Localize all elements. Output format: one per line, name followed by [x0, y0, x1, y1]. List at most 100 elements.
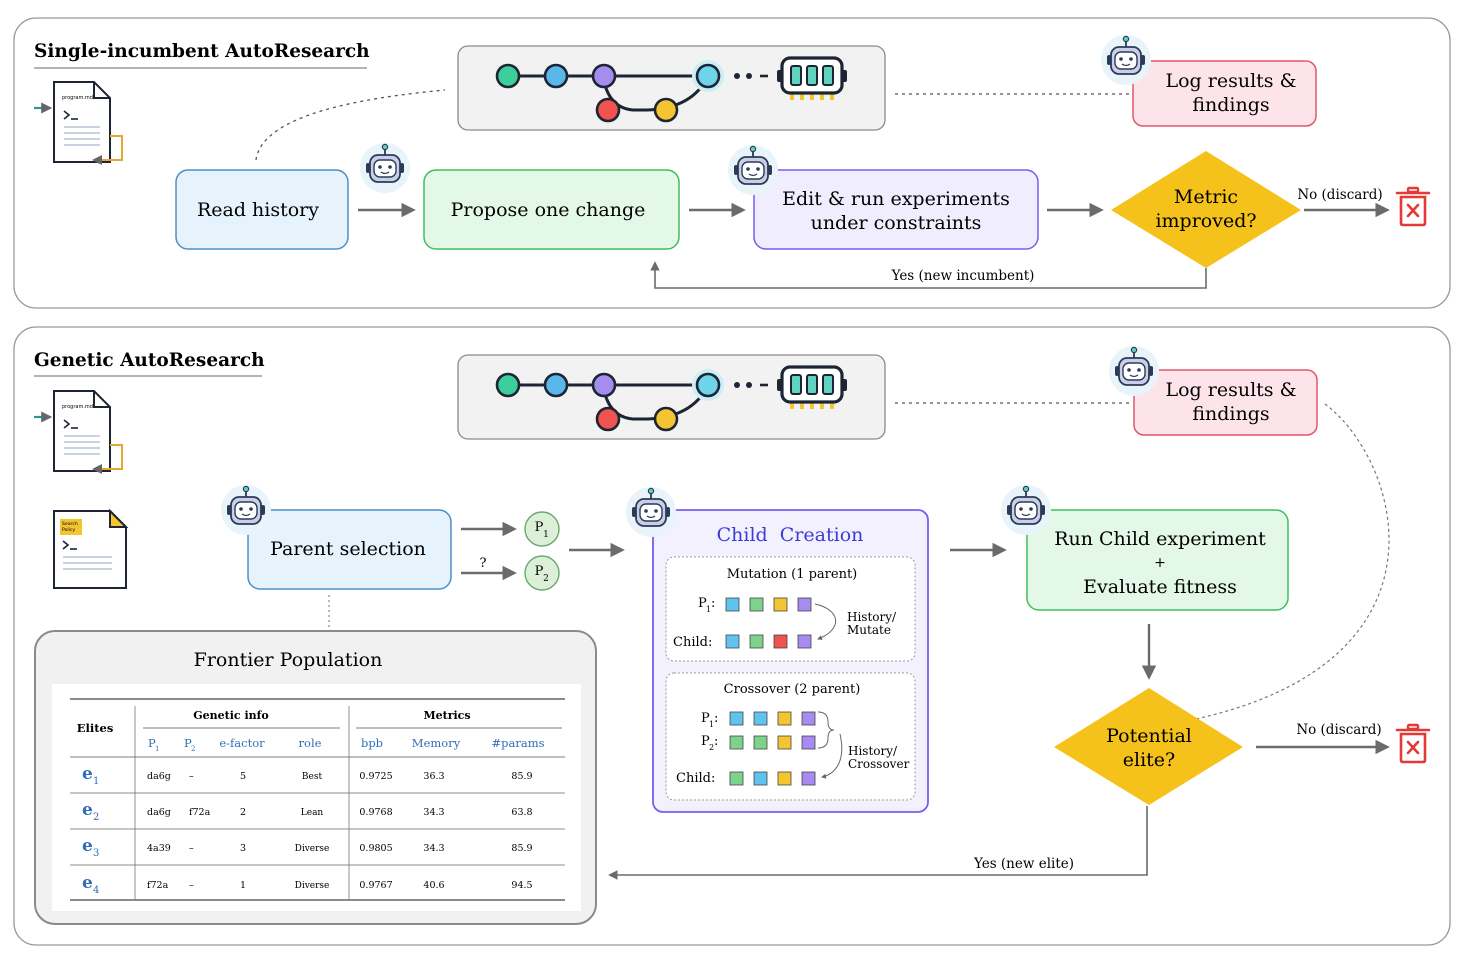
elite-id-sub: 4: [93, 885, 99, 896]
panel-title-single: Single-incumbent AutoResearch: [34, 41, 370, 62]
robot-icon: [220, 484, 272, 536]
memory-cell: 40.6: [423, 880, 444, 891]
column-header: role: [299, 736, 322, 750]
robot-icon: [727, 144, 779, 196]
robot-icon: [1000, 484, 1052, 536]
column-header: #params: [491, 736, 544, 750]
role-cell: Lean: [301, 808, 324, 818]
svg-text:Policy: Policy: [62, 527, 75, 533]
column-header: P: [148, 736, 156, 750]
role-cell: Diverse: [295, 844, 330, 854]
program-document-icon: program.md: [34, 391, 122, 471]
run-child-experiment-node: Run Child experiment + Evaluate fitness: [1026, 509, 1289, 611]
svg-text:2: 2: [709, 743, 714, 752]
elite-id: e: [82, 800, 93, 820]
git-history-banner: [457, 354, 886, 440]
edit-run-node: Edit & run experiments under constraints: [753, 169, 1039, 250]
svg-text:Parent selection: Parent selection: [270, 538, 426, 560]
memory-cell: 36.3: [423, 771, 444, 782]
svg-text:Metric: Metric: [1174, 186, 1238, 208]
genetic-info-header: Genetic info: [193, 709, 268, 722]
child-creation-node: Child Creation Mutation (1 parent) P 1 :…: [652, 509, 929, 813]
svg-text:1: 1: [709, 720, 714, 729]
svg-text:P: P: [701, 711, 710, 726]
params-cell: 94.5: [511, 880, 532, 891]
parent1-cell: da6g: [147, 807, 171, 818]
svg-text::: :: [711, 596, 715, 611]
no-discard-label: No (discard): [1297, 187, 1382, 203]
trash-icon: [1395, 186, 1431, 227]
elite-id: e: [82, 764, 93, 784]
parent1-cell: f72a: [147, 880, 169, 891]
svg-text:Log results &: Log results &: [1166, 70, 1297, 92]
metric-improved-decision: Metric improved?: [1111, 151, 1301, 268]
elite-id: e: [82, 836, 93, 856]
svg-text:program.md: program.md: [62, 95, 93, 101]
svg-text:History/: History/: [848, 744, 898, 758]
yes-new-elite-label: Yes (new elite): [973, 856, 1074, 872]
no-discard-label: No (discard): [1296, 722, 1381, 738]
parent-1-node: P 1: [524, 511, 560, 547]
svg-text:program.md: program.md: [62, 404, 93, 410]
svg-text:+: +: [1154, 555, 1166, 571]
svg-text:under constraints: under constraints: [811, 212, 982, 234]
robot-icon: [1100, 34, 1152, 86]
svg-text:Potential: Potential: [1106, 725, 1192, 747]
parent1-cell: da6g: [147, 771, 171, 782]
params-cell: 85.9: [511, 771, 532, 782]
svg-text:P: P: [698, 596, 707, 611]
svg-text:Crossover: Crossover: [848, 757, 910, 771]
column-header-sub: 2: [191, 745, 195, 753]
svg-text:Run Child experiment: Run Child experiment: [1054, 528, 1266, 550]
potential-elite-decision: Potential elite?: [1054, 688, 1243, 805]
yes-incumbent-label: Yes (new incumbent): [891, 268, 1035, 284]
robot-icon: [359, 142, 411, 194]
svg-text:findings: findings: [1192, 94, 1269, 116]
optional-parent-question: ?: [480, 556, 487, 571]
single-incumbent-panel: Single-incumbent AutoResearch program.md…: [13, 17, 1451, 309]
crossover-box: Crossover (2 parent) P 1 : P 2 : Child:: [665, 672, 916, 801]
svg-text:Edit & run experiments: Edit & run experiments: [782, 188, 1010, 210]
column-header: Memory: [412, 736, 461, 750]
panel-title-genetic: Genetic AutoResearch: [34, 350, 265, 371]
svg-text::: :: [714, 734, 718, 749]
log-results-node: Log results & findings: [1132, 60, 1317, 127]
elite-id-sub: 3: [93, 848, 99, 859]
svg-text:elite?: elite?: [1123, 749, 1175, 771]
parent1-cell: 4a39: [147, 843, 171, 854]
role-cell: Best: [302, 772, 323, 782]
svg-text:2: 2: [543, 574, 549, 584]
efactor-cell: 3: [240, 843, 246, 854]
svg-text:Child:: Child:: [676, 771, 715, 786]
bpb-cell: 0.9768: [359, 807, 392, 818]
svg-text:P: P: [535, 520, 544, 535]
column-header: P: [184, 736, 192, 750]
program-document-icon: program.md: [34, 82, 122, 162]
mutation-box: Mutation (1 parent) P 1 : Child: History…: [665, 556, 916, 662]
elites-header: Elites: [77, 721, 114, 735]
parent2-cell: –: [189, 843, 194, 854]
memory-cell: 34.3: [423, 807, 444, 818]
elite-id-sub: 2: [93, 812, 99, 823]
read-history-node: Read history: [175, 169, 349, 250]
params-cell: 63.8: [511, 807, 532, 818]
genetic-panel: Genetic AutoResearch program.md Search P…: [13, 326, 1451, 946]
elite-id: e: [82, 873, 93, 893]
svg-text:Mutation (1 parent): Mutation (1 parent): [727, 567, 858, 582]
metrics-header: Metrics: [423, 709, 470, 722]
svg-text:P: P: [535, 564, 544, 579]
efactor-cell: 1: [240, 880, 246, 891]
svg-text:Mutate: Mutate: [847, 623, 891, 637]
parent2-cell: –: [189, 880, 194, 891]
svg-text:History/: History/: [847, 610, 897, 624]
role-cell: Diverse: [295, 881, 330, 891]
params-cell: 85.9: [511, 843, 532, 854]
efactor-cell: 5: [240, 771, 246, 782]
parent-2-node: P 2: [524, 555, 560, 591]
robot-icon: [625, 486, 677, 538]
git-history-banner: [457, 45, 886, 131]
parent2-cell: f72a: [189, 807, 211, 818]
parent2-cell: –: [189, 771, 194, 782]
